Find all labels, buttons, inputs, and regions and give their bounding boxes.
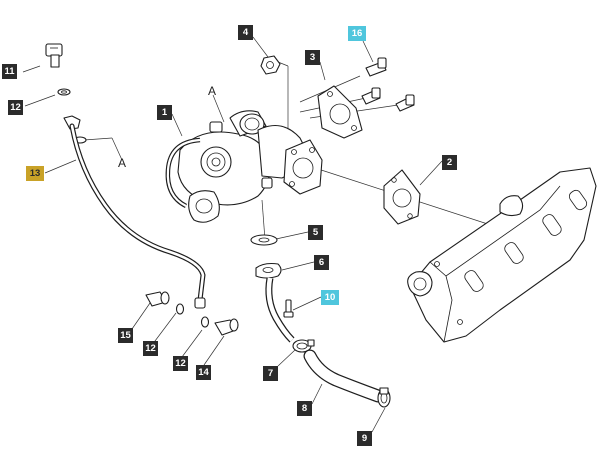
callout-12-top[interactable]: 12	[8, 100, 23, 115]
part-9-clamp	[377, 387, 391, 408]
callout-10[interactable]: 10	[321, 290, 339, 305]
callout-2[interactable]: 2	[442, 155, 457, 170]
part-8-hose	[303, 349, 385, 403]
part-11-banjo-bolt	[45, 43, 63, 68]
callout-11[interactable]: 11	[2, 64, 17, 79]
part-1-turbocharger	[165, 110, 323, 223]
detail-mark-a-side: A	[118, 156, 127, 170]
part-4-nut	[260, 55, 281, 75]
callout-7[interactable]: 7	[263, 366, 278, 381]
part-2-gasket	[383, 169, 421, 225]
callout-16[interactable]: 16	[348, 26, 366, 41]
part-3-gasket	[317, 85, 363, 139]
callout-6[interactable]: 6	[314, 255, 329, 270]
callout-4[interactable]: 4	[238, 25, 253, 40]
part-13-oil-pipe	[63, 115, 206, 309]
callout-8[interactable]: 8	[297, 401, 312, 416]
part-16-bolts	[361, 57, 415, 112]
part-12-washer-top	[57, 88, 71, 96]
callout-13[interactable]: 13	[26, 166, 44, 181]
callout-15[interactable]: 15	[118, 328, 133, 343]
part-5-gasket	[250, 234, 278, 246]
part-7-clamp	[292, 339, 315, 353]
part-15-adapter	[145, 291, 170, 307]
callout-9[interactable]: 9	[357, 431, 372, 446]
part-14-union	[214, 318, 239, 336]
callout-3[interactable]: 3	[305, 50, 320, 65]
callout-12-low[interactable]: 12	[173, 356, 188, 371]
callout-5[interactable]: 5	[308, 225, 323, 240]
part-10-stud	[283, 299, 294, 318]
part-12-washer-mid	[175, 303, 185, 315]
callout-14[interactable]: 14	[196, 365, 211, 380]
exhaust-manifold	[407, 167, 597, 343]
callout-1[interactable]: 1	[157, 105, 172, 120]
callout-12-mid[interactable]: 12	[143, 341, 158, 356]
part-6-drain-pipe	[255, 262, 295, 343]
detail-mark-a-top: A	[208, 84, 217, 98]
leader-lines	[22, 36, 501, 433]
